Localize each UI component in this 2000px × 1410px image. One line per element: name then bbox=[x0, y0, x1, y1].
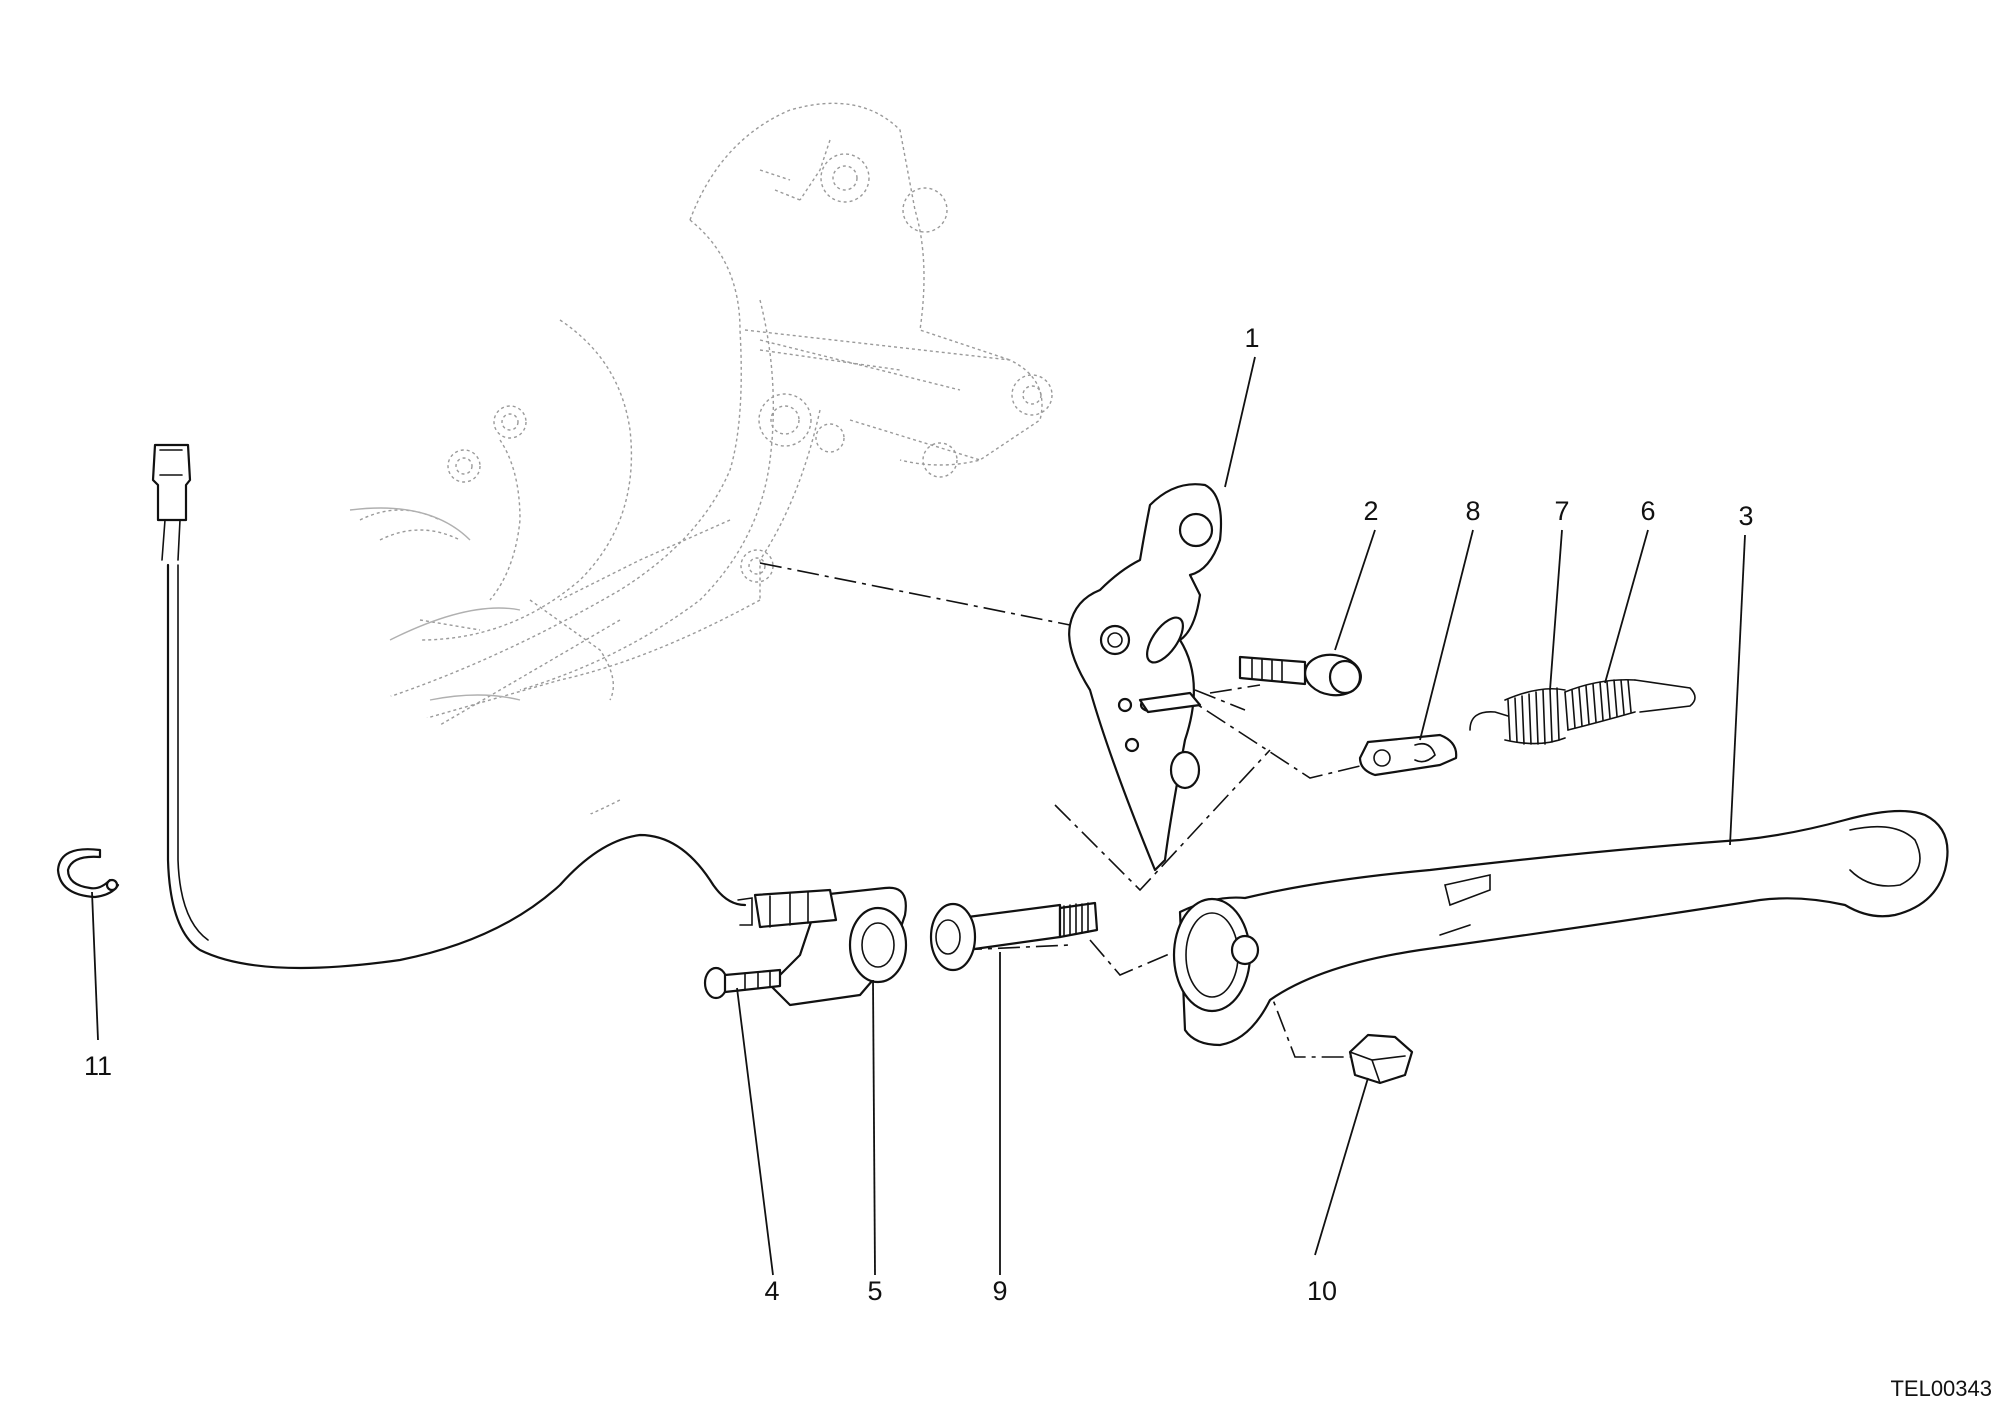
leader-lines bbox=[91, 356, 1746, 1276]
pivot-bolt bbox=[929, 901, 1099, 972]
callout-4: 4 bbox=[764, 1276, 779, 1306]
side-stand-switch bbox=[737, 886, 908, 1007]
callout-9: 9 bbox=[992, 1276, 1007, 1306]
assembly-axes bbox=[759, 562, 1386, 1058]
bolt bbox=[1238, 653, 1362, 697]
callout-1: 1 bbox=[1244, 323, 1259, 353]
side-stand-bracket bbox=[1068, 483, 1223, 872]
callout-2: 2 bbox=[1363, 496, 1378, 526]
nut bbox=[1348, 1033, 1414, 1085]
callout-7: 7 bbox=[1554, 496, 1569, 526]
callout-11: 11 bbox=[84, 1051, 112, 1081]
circlip bbox=[56, 848, 120, 899]
switch-cable bbox=[166, 563, 747, 970]
callout-3: 3 bbox=[1738, 501, 1753, 531]
callout-5: 5 bbox=[867, 1276, 882, 1306]
callout-8: 8 bbox=[1465, 496, 1480, 526]
screw bbox=[703, 966, 782, 1000]
inner-spring bbox=[1469, 687, 1566, 745]
side-stand-leg bbox=[1172, 809, 1949, 1047]
callout-labels: 1 2 3 4 5 6 7 8 9 10 11 bbox=[84, 323, 1754, 1306]
outer-spring bbox=[1564, 678, 1696, 731]
callout-6: 6 bbox=[1640, 496, 1655, 526]
spring-plate bbox=[1358, 733, 1458, 777]
callout-10: 10 bbox=[1307, 1276, 1337, 1306]
reference-code: TEL00343 bbox=[1890, 1376, 1992, 1401]
cable-connector bbox=[151, 443, 192, 561]
